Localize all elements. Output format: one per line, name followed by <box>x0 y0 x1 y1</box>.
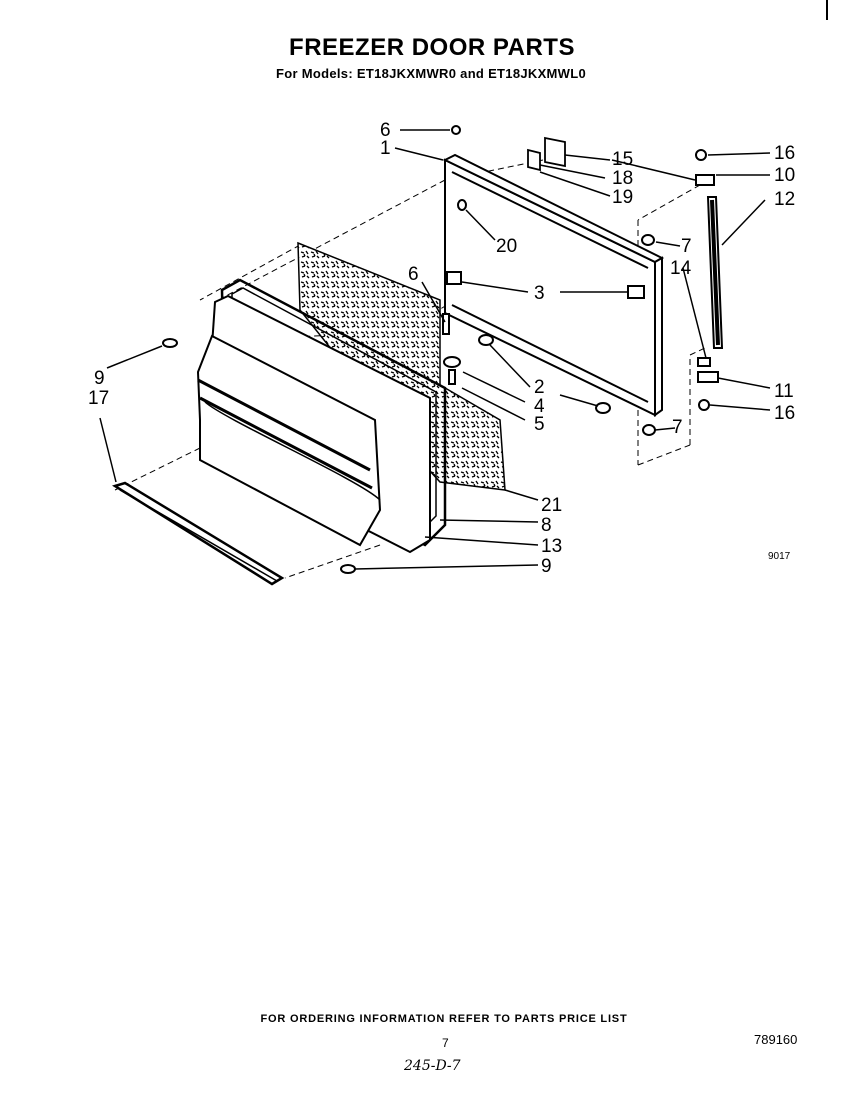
door-liner-panel <box>442 153 665 417</box>
callout-1: 1 <box>380 138 391 159</box>
callout-5: 5 <box>534 414 545 435</box>
callout-3: 3 <box>534 283 545 304</box>
callout-13: 15 <box>612 149 633 170</box>
callout-8: 8 <box>541 515 552 536</box>
callout-6-top: 6 <box>380 120 391 141</box>
page-title: FREEZER DOOR PARTS <box>289 34 575 61</box>
callout-10: 10 <box>774 165 795 186</box>
callout-17: 17 <box>88 388 109 409</box>
callout-20: 20 <box>496 236 517 257</box>
callout-7-bottom: 7 <box>672 417 683 438</box>
door-outer-panel <box>196 294 431 554</box>
callout-9-bottom: 9 <box>541 556 552 577</box>
callout-numbers: 6 1 15 18 19 16 10 12 20 7 14 6 3 2 4 5 … <box>88 120 795 577</box>
callout-19: 19 <box>612 187 633 208</box>
callout-16-top: 16 <box>774 143 795 164</box>
callout-15: 13 <box>541 536 562 557</box>
callout-21: 21 <box>541 495 562 516</box>
callout-6-mid: 6 <box>408 264 419 285</box>
part-number: 789160 <box>754 1032 798 1047</box>
ordering-note: FOR ORDERING INFORMATION REFER TO PARTS … <box>260 1013 628 1025</box>
page-edge-mark <box>826 0 828 20</box>
bottom-trim-strip <box>111 481 285 586</box>
callout-12: 12 <box>774 189 795 210</box>
callout-18: 18 <box>612 168 633 189</box>
clip-parts <box>527 136 566 172</box>
callout-14: 14 <box>670 258 692 279</box>
figure-code: 9017 <box>768 551 791 562</box>
leader-lines <box>99 129 771 570</box>
callout-16-bottom: 16 <box>774 403 795 424</box>
handwritten-note: 245-D-7 <box>404 1058 461 1074</box>
callout-11: 11 <box>774 381 794 402</box>
callout-2: 2 <box>534 377 545 398</box>
callout-9-left: 9 <box>94 368 105 389</box>
callout-4: 4 <box>534 396 545 417</box>
models-subtitle: For Models: ET18JKXMWR0 and ET18JKXMWL0 <box>276 66 587 81</box>
callout-7-top: 7 <box>681 236 692 257</box>
page-number: 7 <box>442 1036 449 1050</box>
